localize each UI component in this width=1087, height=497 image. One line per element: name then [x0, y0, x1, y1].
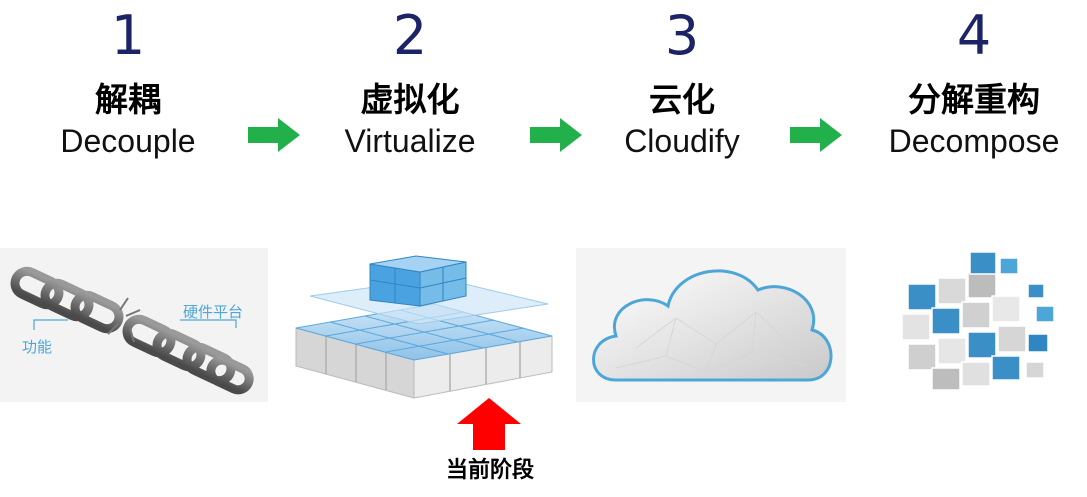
right-arrow-icon: [530, 118, 582, 152]
step-number: 3: [664, 4, 700, 67]
step-number: 4: [956, 4, 992, 67]
virtualization-icon: [295, 255, 553, 399]
chain-icon: [10, 266, 254, 395]
step-cloudify: 3 云化 Cloudify: [572, 6, 792, 160]
virtualization-image: [290, 248, 558, 402]
cloud-icon: [592, 269, 833, 382]
decompose-cubes-image: [878, 248, 1074, 402]
cubes-icon: [901, 251, 1055, 391]
current-stage-label: 当前阶段: [445, 457, 534, 482]
step-title-en: Decouple: [60, 123, 196, 159]
step-title-cn: 虚拟化: [360, 81, 460, 118]
up-arrow-icon: [457, 398, 521, 450]
right-arrow-icon: [248, 118, 300, 152]
step-title-cn: 解耦: [95, 81, 161, 118]
step-number: 2: [392, 4, 428, 67]
step-decompose: 4 分解重构 Decompose: [864, 6, 1084, 160]
step-title-cn: 分解重构: [908, 81, 1040, 118]
cloud-image: [576, 248, 846, 402]
broken-chain-image: 硬件平台 功能: [0, 248, 268, 402]
function-label: 功能: [22, 339, 53, 356]
step-number: 1: [110, 4, 146, 67]
step-title-en: Cloudify: [624, 123, 740, 159]
step-virtualize: 2 虚拟化 Virtualize: [300, 6, 520, 160]
right-arrow-icon: [790, 118, 842, 152]
step-decouple: 1 解耦 Decouple: [18, 6, 238, 160]
step-title-en: Decompose: [888, 123, 1060, 159]
step-title-en: Virtualize: [344, 123, 476, 159]
step-title-cn: 云化: [649, 81, 715, 118]
hardware-platform-label: 硬件平台: [183, 304, 244, 321]
